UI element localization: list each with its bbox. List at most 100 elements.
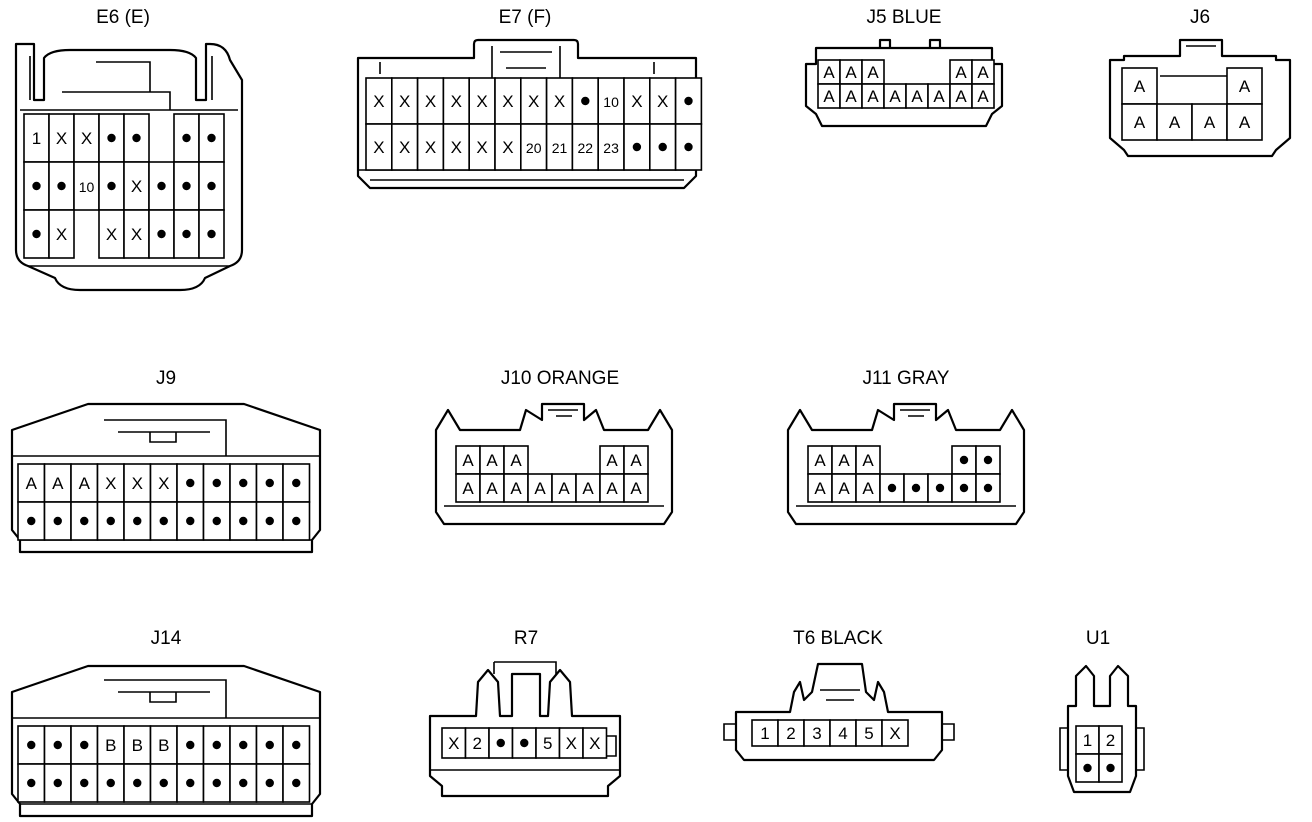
cavity-e7-r1-c2: X <box>390 77 419 125</box>
cavity-label: 5 <box>543 734 552 753</box>
pin-dot <box>80 740 89 750</box>
cavity-j14-r1-c10 <box>255 725 284 765</box>
pin-dot <box>106 516 115 526</box>
cavity-j10-r1-c8: A <box>623 445 649 475</box>
cavity-label: A <box>462 479 474 498</box>
cavity-j11-r1-c7 <box>951 445 977 475</box>
cavity-j14-r2-c9 <box>229 763 258 803</box>
cavity-e7-r2-c12 <box>648 123 677 171</box>
cavity-label: A <box>867 87 879 106</box>
cavity-j14-r2-c4 <box>96 763 125 803</box>
cavity-label: X <box>528 92 539 111</box>
connector-u1-housing <box>1066 664 1138 794</box>
pin-dot <box>80 778 89 788</box>
cavity-label: X <box>448 734 459 753</box>
cavity-j5-r2-c4: A <box>883 83 907 109</box>
cavity-label: X <box>631 92 642 111</box>
cavity-j10-r2-c5: A <box>551 473 577 503</box>
pin-dot <box>157 229 166 239</box>
cavity-j5-r1-c8: A <box>971 59 995 85</box>
cavity-j14-r2-c5 <box>123 763 152 803</box>
cavity-label: A <box>558 479 570 498</box>
pin-dot <box>959 483 969 493</box>
pin-dot <box>212 740 221 750</box>
cavity-e7-r1-c9 <box>571 77 600 125</box>
pin-dot <box>239 740 248 750</box>
cavity-label: X <box>132 474 143 493</box>
pin-dot <box>520 738 529 748</box>
cavity-r7-r1-c1: X <box>441 727 467 759</box>
cavity-j14-r2-c1 <box>17 763 46 803</box>
cavity-j6-r2-c3: A <box>1191 103 1228 141</box>
cavity-j5-r2-c1: A <box>817 83 841 109</box>
pin-dot <box>265 516 274 526</box>
cavity-label: A <box>582 479 594 498</box>
cavity-j5-r2-c8: A <box>971 83 995 109</box>
cavity-j10-r1-c7: A <box>599 445 625 475</box>
pin-dot <box>212 478 221 488</box>
cavity-label: 1 <box>760 724 769 743</box>
cavity-label: X <box>131 225 142 244</box>
cavity-label: 4 <box>838 724 847 743</box>
cavity-j14-r1-c4: B <box>96 725 125 765</box>
cavity-j9-r2-c8 <box>202 501 231 541</box>
pin-dot <box>684 142 693 152</box>
cavity-j11-r1-c2: A <box>831 445 857 475</box>
cavity-r7-r1-c2: 2 <box>464 727 490 759</box>
cavity-e6-r1-c8 <box>198 113 225 163</box>
cavity-j14-r1-c6: B <box>149 725 178 765</box>
pin-dot <box>32 229 41 239</box>
cavity-e7-r1-c6: X <box>494 77 522 125</box>
cavity-label: A <box>838 451 850 470</box>
cavity-j5-r1-c7: A <box>949 59 973 85</box>
cavity-label: A <box>1134 77 1146 96</box>
pin-dot <box>292 740 301 750</box>
connector-j5-label: J5 BLUE <box>867 7 942 28</box>
cavity-label: X <box>373 138 384 157</box>
pin-dot <box>658 142 667 152</box>
cavity-label: B <box>105 736 116 755</box>
cavity-e6-r3-c4: X <box>98 209 125 259</box>
cavity-j5-r1-c1: A <box>817 59 841 85</box>
cavity-label: A <box>862 451 874 470</box>
cavity-j9-r2-c5 <box>123 501 152 541</box>
connector-e6-label: E6 (E) <box>96 7 150 28</box>
cavity-j10-r1-c2: A <box>479 445 505 475</box>
cavity-j11-r2-c1: A <box>807 473 833 503</box>
cavity-label: A <box>486 451 498 470</box>
pin-dot <box>581 96 590 106</box>
cavity-label: 21 <box>552 140 568 156</box>
cavity-label: X <box>476 92 487 111</box>
cavity-label: X <box>56 129 67 148</box>
cavity-label: X <box>476 138 487 157</box>
cavity-j10-r2-c1: A <box>455 473 481 503</box>
connector-e7-housing <box>356 38 698 190</box>
cavity-e7-r1-c8: X <box>545 77 574 125</box>
cavity-j14-r1-c3 <box>70 725 99 765</box>
cavity-j9-r2-c11 <box>282 501 311 541</box>
cavity-j9-r1-c1: A <box>17 463 46 503</box>
cavity-j14-r2-c8 <box>202 763 231 803</box>
pin-dot <box>107 181 116 191</box>
connector-u1-label: U1 <box>1086 628 1110 649</box>
cavity-label: A <box>867 63 879 82</box>
cavity-e7-r1-c12: X <box>648 77 677 125</box>
connector-j14-label: J14 <box>151 628 182 649</box>
cavity-j14-r1-c1 <box>17 725 46 765</box>
cavity-e7-r2-c8: 21 <box>545 123 574 171</box>
cavity-label: 10 <box>603 94 619 110</box>
pin-dot <box>911 483 921 493</box>
cavity-j6-r1-c1: A <box>1121 67 1158 105</box>
pin-dot <box>186 478 195 488</box>
cavity-label: A <box>1134 113 1146 132</box>
cavity-e7-r2-c11 <box>623 123 651 171</box>
cavity-e7-r2-c13 <box>674 123 703 171</box>
cavity-label: X <box>554 92 565 111</box>
cavity-j10-r1-c1: A <box>455 445 481 475</box>
cavity-label: A <box>606 451 618 470</box>
pin-dot <box>159 516 168 526</box>
cavity-j14-r2-c11 <box>282 763 311 803</box>
cavity-u1-r1-c2: 2 <box>1098 725 1123 755</box>
